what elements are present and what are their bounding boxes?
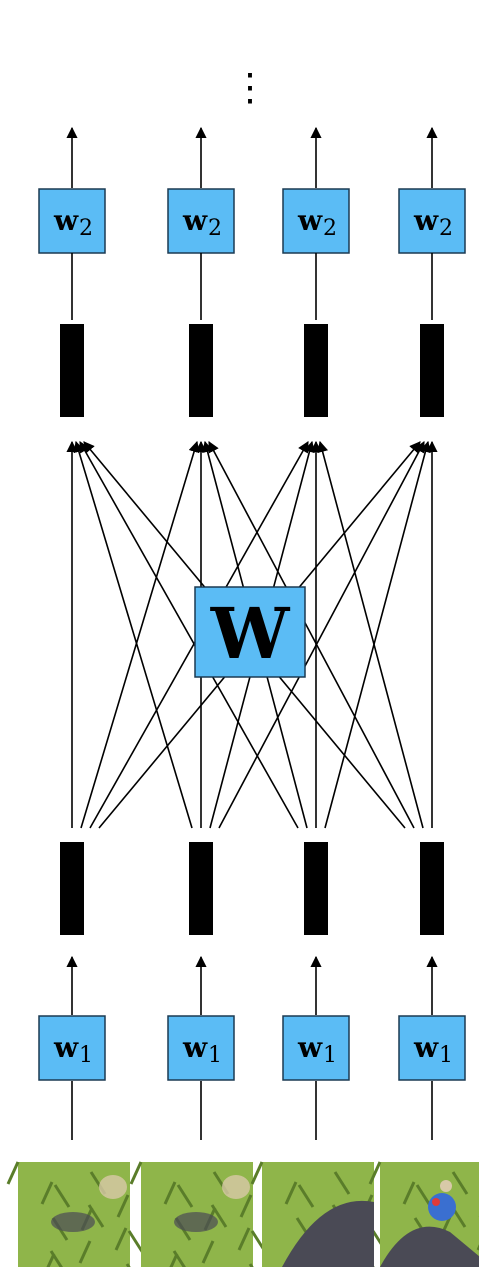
top-feature-bar bbox=[420, 324, 444, 417]
top-feature-bar bbox=[189, 324, 213, 417]
sand-spot bbox=[99, 1175, 127, 1199]
image-patches bbox=[8, 1162, 479, 1267]
continuation-ellipsis: ⋮ bbox=[231, 65, 269, 109]
image-patch bbox=[131, 1162, 266, 1267]
bird-wattle bbox=[432, 1198, 440, 1206]
bird-casque bbox=[440, 1180, 452, 1192]
bottom-feature-bar bbox=[304, 842, 328, 935]
grass-blade bbox=[129, 1231, 143, 1253]
top-arrows bbox=[72, 128, 432, 188]
w1-box-symbol: w bbox=[413, 1031, 439, 1064]
w2-box-subscript: 2 bbox=[439, 216, 453, 241]
w1-box-subscript: 1 bbox=[79, 1043, 93, 1068]
bottom-feature-bar bbox=[189, 842, 213, 935]
connection-arrow bbox=[81, 442, 197, 828]
w1-box-symbol: w bbox=[182, 1031, 208, 1064]
w2-box-symbol: w bbox=[182, 204, 208, 237]
bird-head bbox=[428, 1193, 456, 1221]
w1-box-subscript: 1 bbox=[323, 1043, 337, 1068]
w1-box-symbol: w bbox=[53, 1031, 79, 1064]
grass-blade bbox=[252, 1162, 262, 1184]
grass-blade bbox=[8, 1162, 18, 1184]
w1-box-subscript: 1 bbox=[208, 1043, 222, 1068]
w2-box-subscript: 2 bbox=[79, 216, 93, 241]
top-feature-bar bbox=[304, 324, 328, 417]
top-feature-bar bbox=[60, 324, 84, 417]
plumage-spot bbox=[51, 1212, 95, 1232]
image-patch bbox=[370, 1162, 479, 1267]
center-weight-box: W bbox=[195, 587, 305, 677]
w2-box-symbol: w bbox=[297, 204, 323, 237]
bottom-feature-bar bbox=[60, 842, 84, 935]
image-patch bbox=[8, 1162, 143, 1267]
w2-box-subscript: 2 bbox=[208, 216, 222, 241]
w2-box-subscript: 2 bbox=[323, 216, 337, 241]
w2-box-symbol: w bbox=[413, 204, 439, 237]
plumage-spot bbox=[174, 1212, 218, 1232]
connection-arrow bbox=[325, 442, 428, 828]
w1-box-subscript: 1 bbox=[439, 1043, 453, 1068]
bottom-feature-bars bbox=[60, 842, 444, 935]
top-feature-bars bbox=[60, 324, 444, 417]
center-W-symbol: W bbox=[210, 592, 291, 675]
sand-spot bbox=[222, 1175, 250, 1199]
connection-arrow bbox=[76, 442, 192, 828]
w1-box-symbol: w bbox=[297, 1031, 323, 1064]
w2-box-symbol: w bbox=[53, 204, 79, 237]
grass-blade bbox=[131, 1162, 141, 1184]
bottom-feature-bar bbox=[420, 842, 444, 935]
image-patch bbox=[252, 1162, 387, 1267]
